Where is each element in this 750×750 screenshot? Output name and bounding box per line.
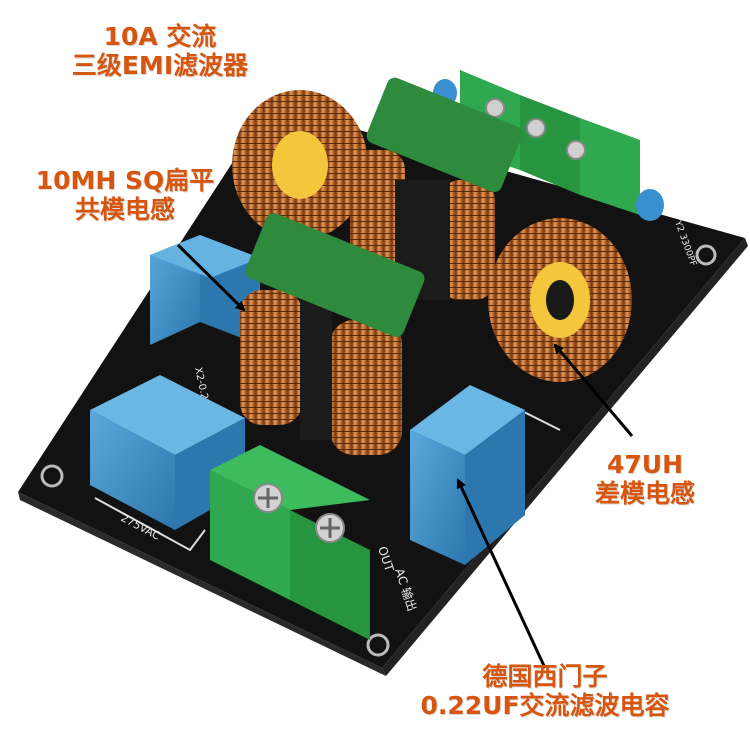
- arrow-differential-choke: [553, 343, 634, 437]
- toroid-inductor-back: [232, 90, 368, 240]
- mounting-hole: [695, 244, 717, 266]
- differential-mode-choke-line-1: 47UH: [606, 450, 683, 479]
- common-mode-choke-back: [350, 77, 523, 300]
- arrow-x-capacitor: [456, 478, 547, 669]
- differential-mode-choke-label: 47UH 差模电感: [540, 450, 750, 508]
- common-mode-choke-label: 10MH SQ扁平 共模电感: [0, 166, 250, 224]
- x-capacitor-line-2: 0.22UF交流滤波电容: [420, 691, 670, 720]
- x-capacitor-line-1: 德国西门子: [482, 662, 608, 691]
- x-capacitor-label: 德国西门子 0.22UF交流滤波电容: [350, 662, 740, 720]
- mounting-hole: [40, 464, 64, 488]
- common-mode-choke-line-1: 10MH SQ扁平: [35, 166, 215, 195]
- mounting-hole: [366, 633, 390, 657]
- terminal-screw: [566, 140, 586, 160]
- terminal-screw: [485, 98, 505, 118]
- terminal-screw: [526, 118, 546, 138]
- output-terminal-block: [210, 445, 370, 640]
- arrow-common-mode-choke: [176, 243, 246, 312]
- common-mode-choke-front: [240, 213, 425, 455]
- differential-mode-choke: [488, 218, 632, 382]
- title-line-1: 10A 交流: [103, 22, 217, 51]
- differential-mode-choke-line-2: 差模电感: [594, 479, 695, 508]
- y-capacitor: [636, 189, 664, 221]
- title-label: 10A 交流 三级EMI滤波器: [40, 22, 280, 80]
- common-mode-choke-line-2: 共模电感: [74, 195, 175, 224]
- title-line-2: 三级EMI滤波器: [71, 51, 249, 80]
